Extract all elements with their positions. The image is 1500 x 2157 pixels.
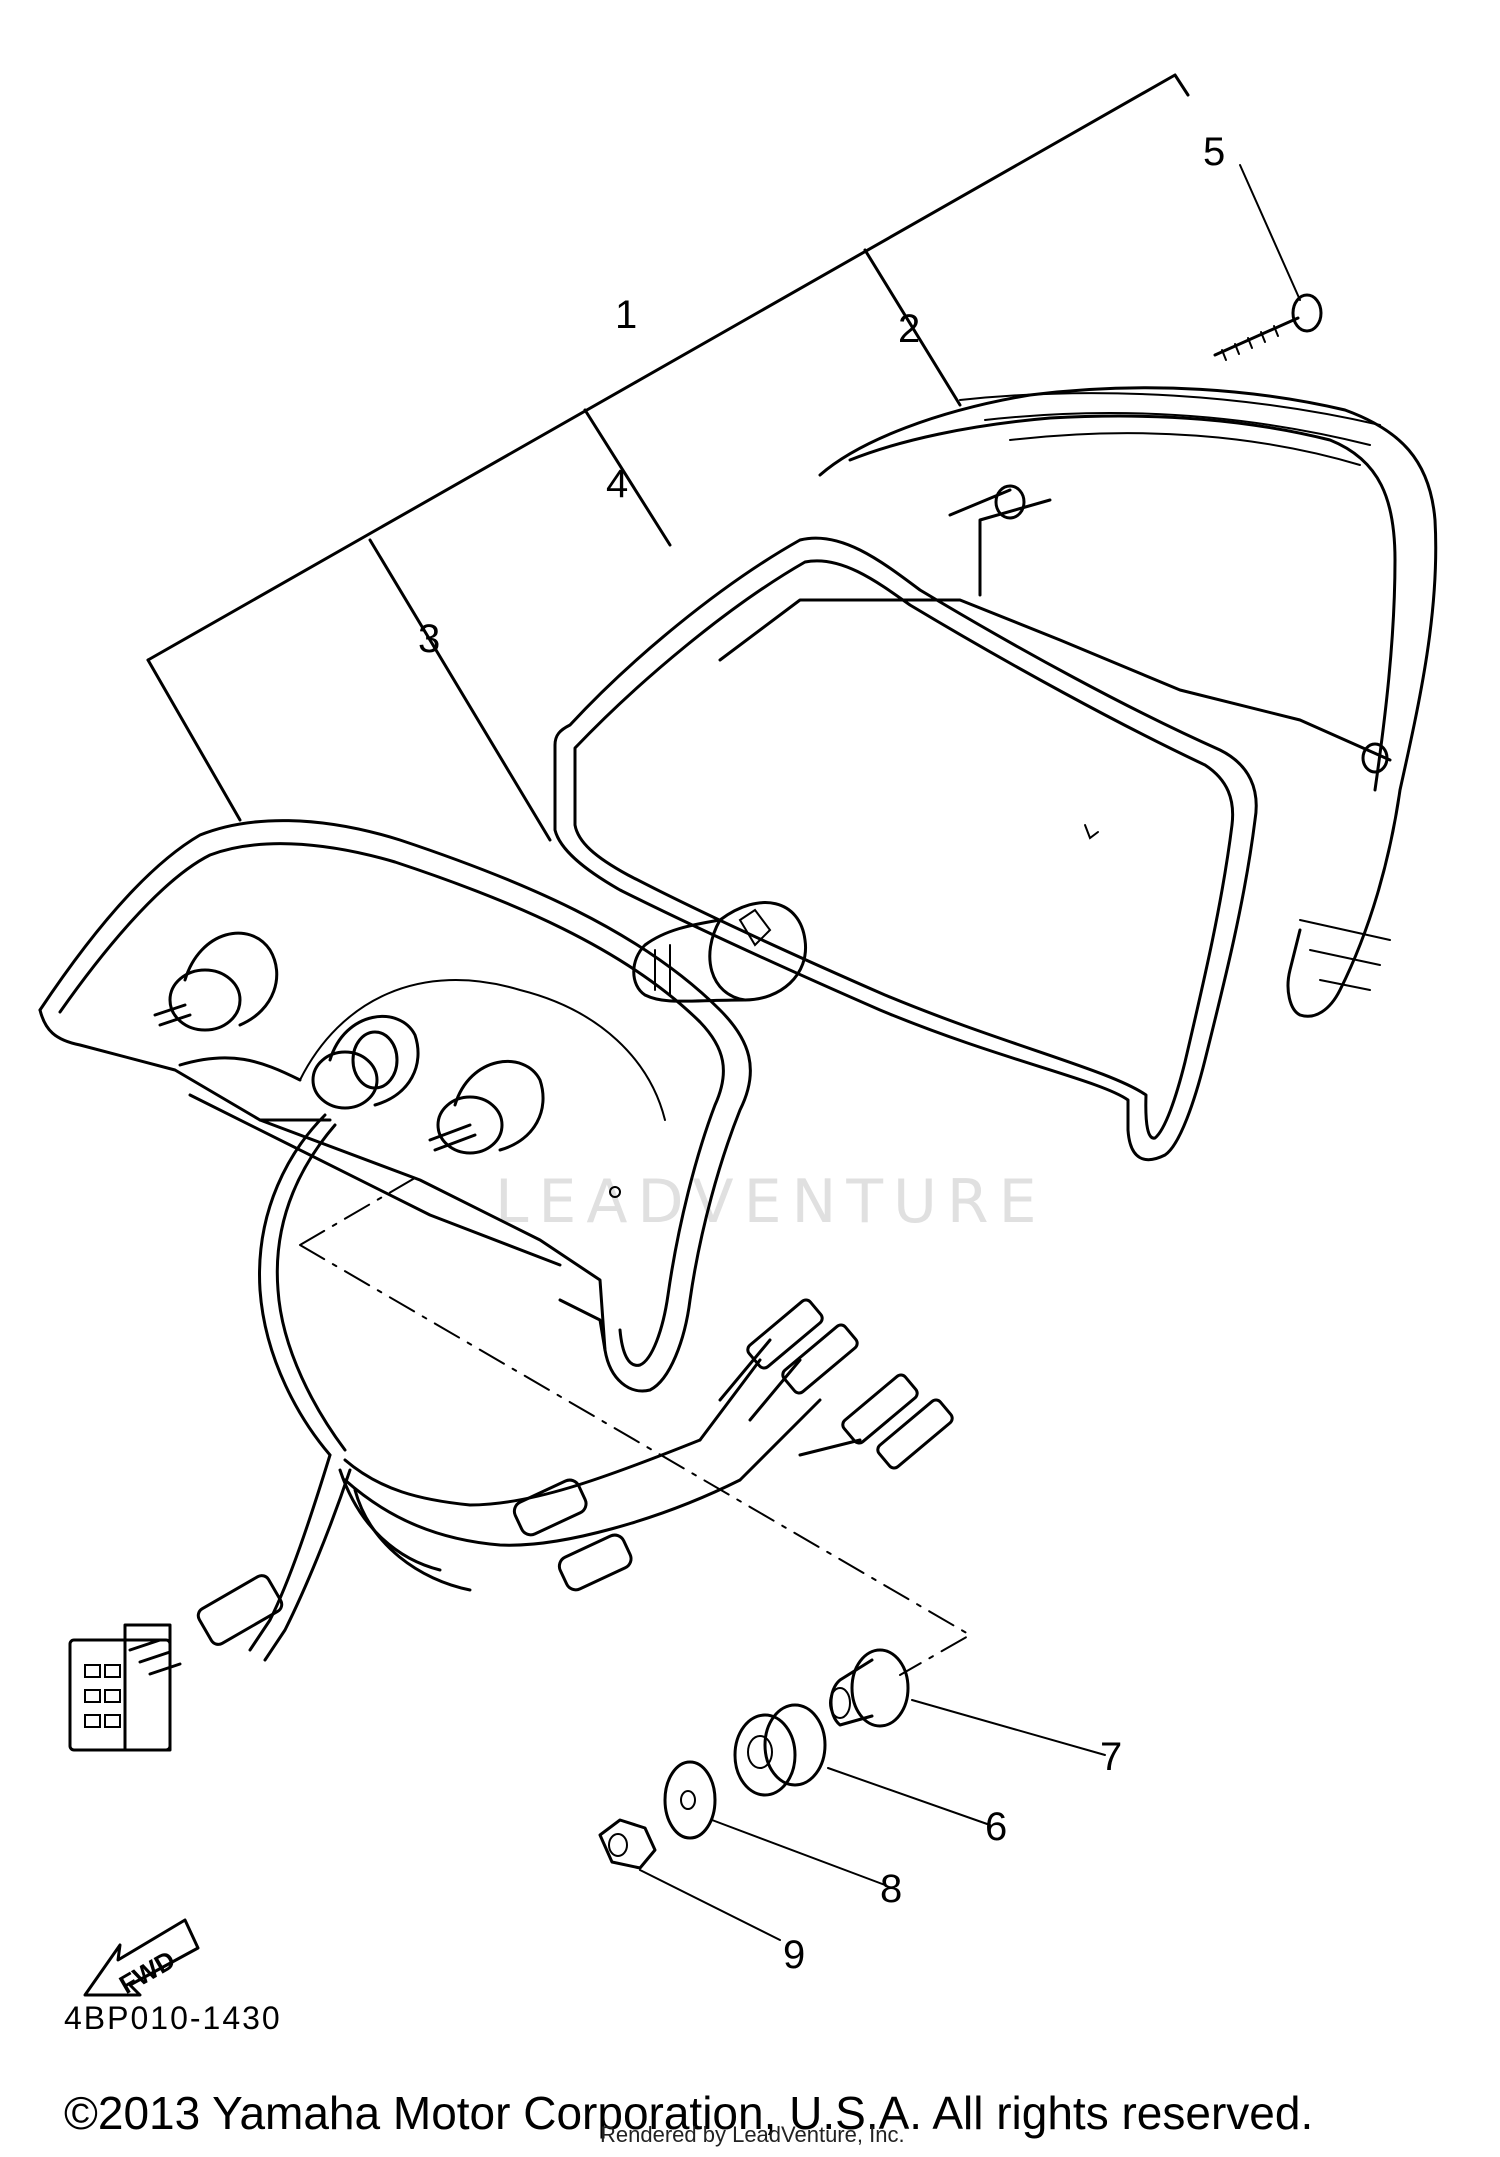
gasket-part (553, 536, 1258, 1162)
callout-9: 9 (783, 1933, 805, 1977)
wiring-harness (68, 1113, 954, 1752)
callout-leaders (639, 1699, 1106, 1941)
diagram-reference-code: 4BP010-1430 (64, 2000, 282, 2036)
callout-6: 6 (985, 1805, 1007, 1849)
callout-4: 4 (606, 462, 628, 506)
callout-7: 7 (1100, 1735, 1122, 1779)
callout-8: 8 (880, 1867, 902, 1911)
lens-part (718, 386, 1438, 1018)
copyright-notice: ©2013 Yamaha Motor Corporation, U.S.A. A… (64, 2087, 1314, 2139)
rendered-by-note: Rendered by LeadVenture, Inc. (600, 2122, 905, 2147)
forward-label: FWD (114, 1944, 180, 2000)
hardware-parts (598, 1648, 910, 1870)
assembly-bracket (146, 73, 1301, 842)
callout-1: 1 (615, 293, 637, 337)
watermark-text: LEADVENTURE (495, 1167, 1047, 1237)
mounting-leader-line (299, 1174, 973, 1676)
callout-3: 3 (418, 617, 440, 661)
housing-part (38, 819, 752, 1393)
callout-2: 2 (898, 307, 920, 351)
forward-arrow-icon: FWD (83, 1918, 200, 2000)
callout-5: 5 (1203, 130, 1225, 174)
screw-part (1213, 293, 1323, 361)
